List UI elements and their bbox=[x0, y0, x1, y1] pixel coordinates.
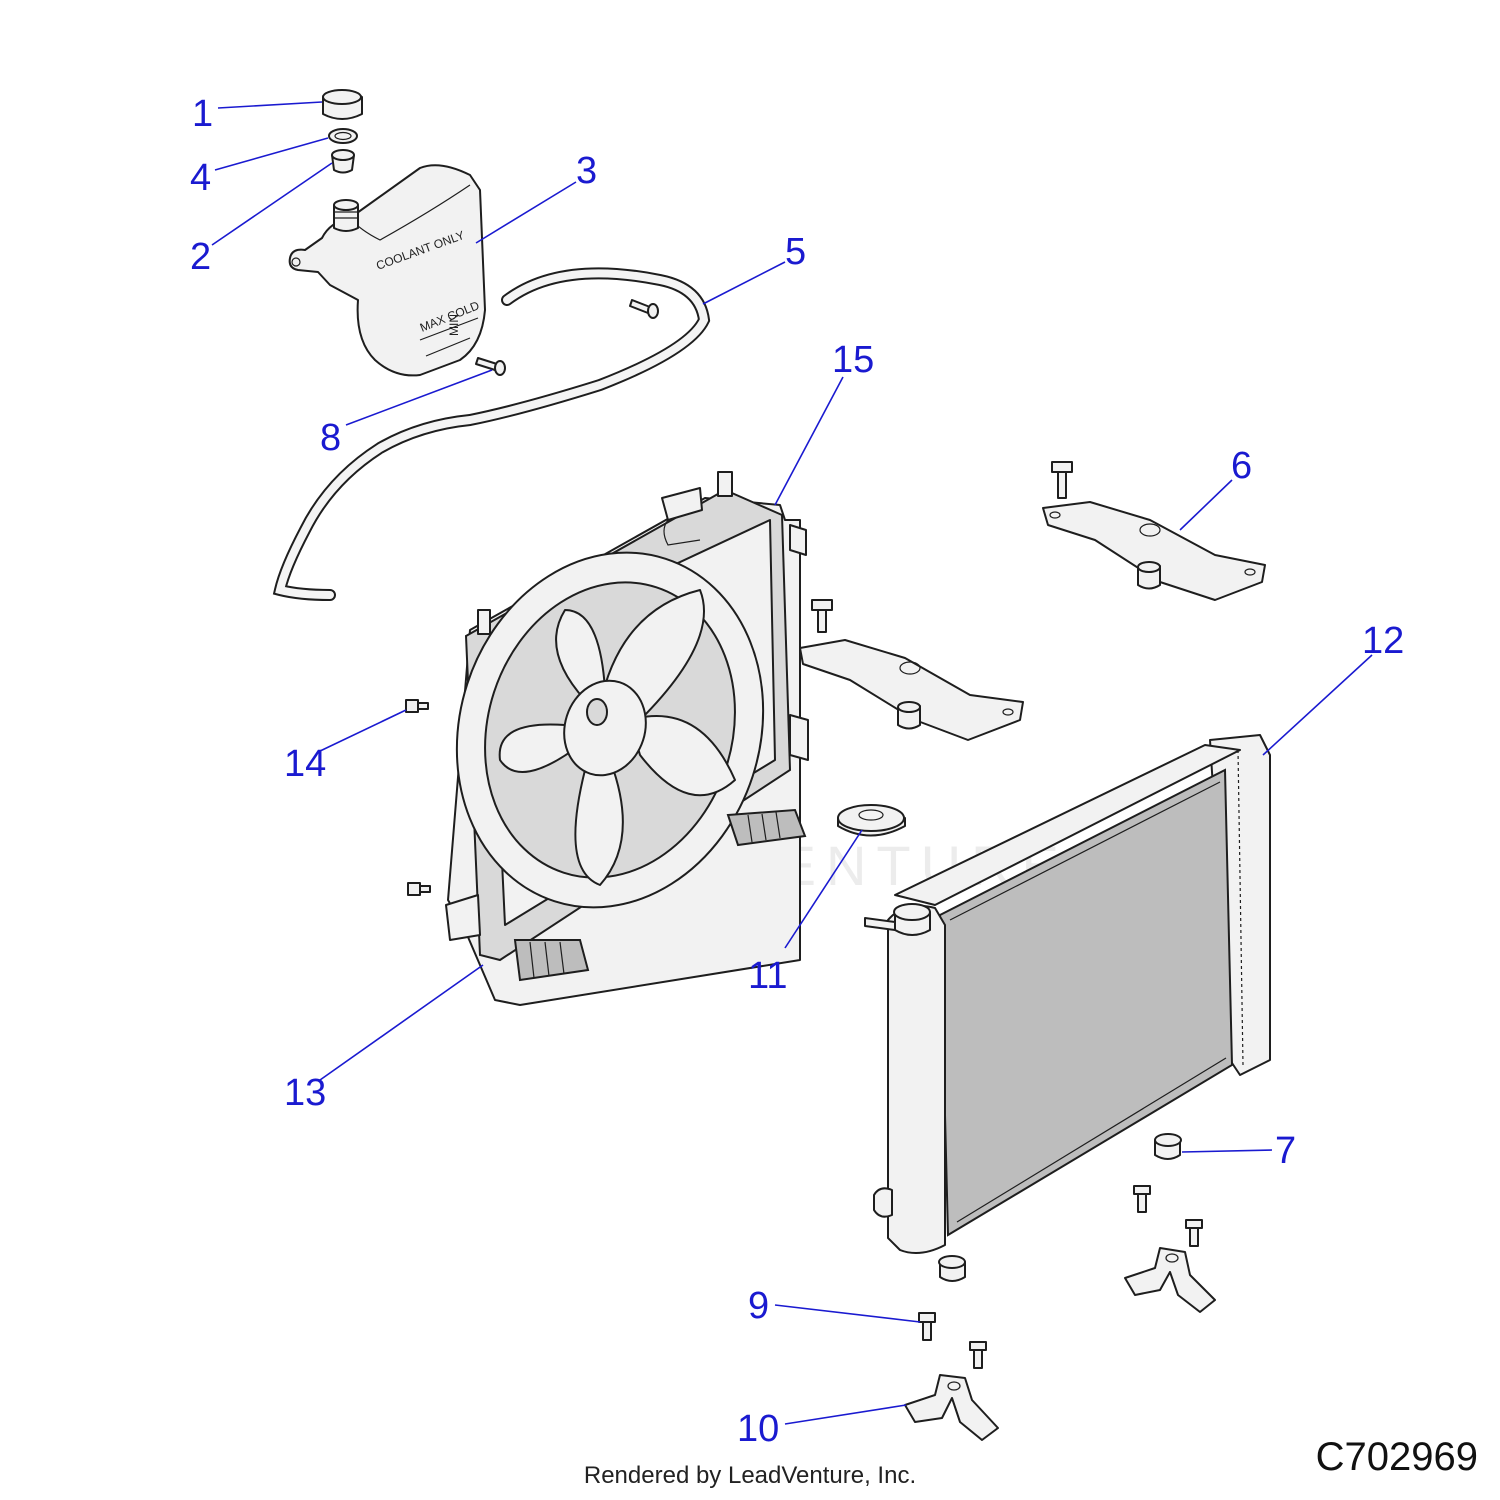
coolant-reservoir-part[interactable]: COOLANT ONLY MAX COLD MIN bbox=[288, 164, 486, 377]
leader-10 bbox=[784, 1404, 907, 1425]
callout-2[interactable]: 2 bbox=[190, 236, 211, 278]
callout-11[interactable]: 11 bbox=[748, 955, 787, 997]
callout-4[interactable]: 4 bbox=[190, 157, 211, 199]
leader-6 bbox=[1179, 479, 1233, 531]
callout-5[interactable]: 5 bbox=[785, 231, 806, 273]
leader-13 bbox=[319, 964, 484, 1081]
render-credit: Rendered by LeadVenture, Inc. bbox=[583, 1462, 917, 1489]
lower-mount-bracket-right-part[interactable] bbox=[1124, 1185, 1216, 1313]
callout-1[interactable]: 1 bbox=[192, 93, 213, 135]
leader-2 bbox=[211, 162, 333, 246]
callout-13[interactable]: 13 bbox=[284, 1072, 326, 1114]
callouts: 1 4 2 3 5 8 15 6 12 14 11 13 7 9 10 bbox=[190, 93, 1404, 1450]
leader-1 bbox=[217, 101, 323, 109]
callout-6[interactable]: 6 bbox=[1231, 445, 1252, 487]
leader-9 bbox=[774, 1304, 921, 1323]
reservoir-screw-part[interactable] bbox=[475, 357, 506, 376]
shroud-fastener-part[interactable] bbox=[405, 699, 431, 896]
hose-clip-screw-part[interactable] bbox=[629, 299, 659, 319]
leader-4 bbox=[214, 137, 329, 171]
min-label: MIN bbox=[447, 314, 461, 336]
grommet-part-2[interactable] bbox=[938, 1255, 966, 1282]
drawing-id: C702969 bbox=[1315, 1435, 1478, 1479]
leader-11 bbox=[784, 829, 863, 949]
callout-10[interactable]: 10 bbox=[737, 1408, 779, 1450]
callout-12[interactable]: 12 bbox=[1362, 620, 1404, 662]
leader-15 bbox=[774, 376, 844, 506]
lower-mount-bracket-part[interactable] bbox=[904, 1374, 999, 1441]
leader-lines bbox=[211, 101, 1373, 1425]
callout-7[interactable]: 7 bbox=[1275, 1130, 1296, 1172]
upper-mount-bracket-part[interactable] bbox=[1042, 461, 1266, 601]
o-ring-part[interactable] bbox=[328, 128, 358, 144]
leader-5 bbox=[702, 261, 786, 305]
callout-3[interactable]: 3 bbox=[576, 150, 597, 192]
radiator-cap-part[interactable] bbox=[837, 804, 906, 837]
leader-12 bbox=[1262, 654, 1373, 756]
cooling-fan-assembly-part[interactable] bbox=[412, 471, 809, 1006]
callout-9[interactable]: 9 bbox=[748, 1285, 769, 1327]
leader-7 bbox=[1181, 1149, 1273, 1153]
grommet-part[interactable] bbox=[1154, 1133, 1182, 1160]
overflow-hose-part[interactable] bbox=[272, 267, 711, 601]
reservoir-cap-part[interactable] bbox=[322, 89, 363, 120]
leader-3 bbox=[475, 181, 577, 244]
filler-neck-insert-part[interactable] bbox=[331, 149, 355, 174]
radiator-part[interactable] bbox=[864, 734, 1271, 1255]
upper-mount-bracket-part-2[interactable] bbox=[799, 599, 1024, 741]
leader-8 bbox=[345, 369, 493, 426]
callout-15[interactable]: 15 bbox=[832, 339, 874, 381]
callout-14[interactable]: 14 bbox=[284, 743, 326, 785]
leader-14 bbox=[317, 709, 407, 753]
bracket-screw-part[interactable] bbox=[918, 1312, 987, 1369]
callout-8[interactable]: 8 bbox=[320, 417, 341, 459]
